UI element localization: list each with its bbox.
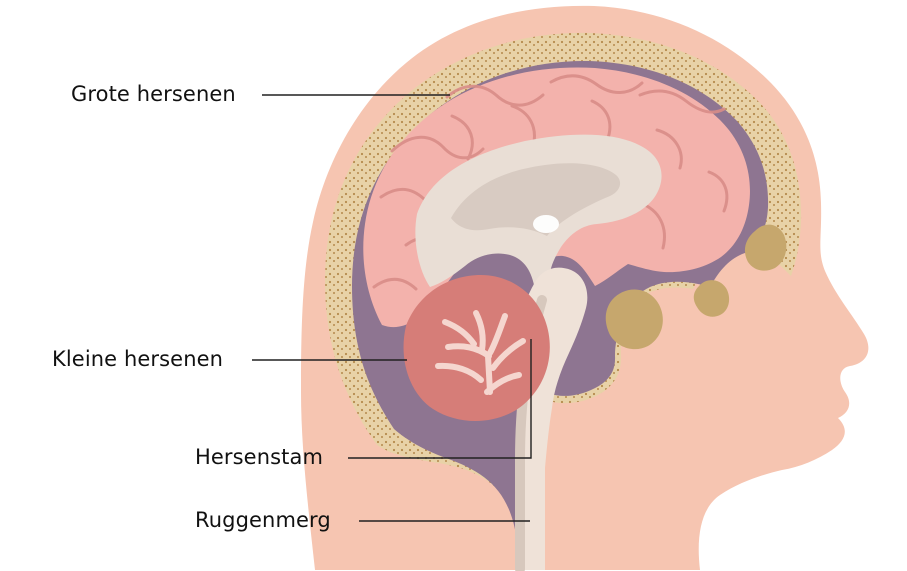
cerebellum-folds <box>435 310 526 395</box>
label-cerebellum: Kleine hersenen <box>52 347 224 371</box>
label-spinal-cord: Ruggenmerg <box>195 508 331 532</box>
ethmoid-sinus <box>693 280 730 317</box>
brainstem-leader-line <box>348 339 532 459</box>
label-brainstem: Hersenstam <box>195 445 324 469</box>
sphenoid-sinus <box>605 289 663 350</box>
label-leader-lines <box>252 94 532 522</box>
label-cerebrum: Grote hersenen <box>71 82 236 106</box>
frontal-sinus <box>744 224 787 271</box>
corpus-callosum <box>451 163 621 236</box>
thalamus-highlight <box>533 215 559 233</box>
